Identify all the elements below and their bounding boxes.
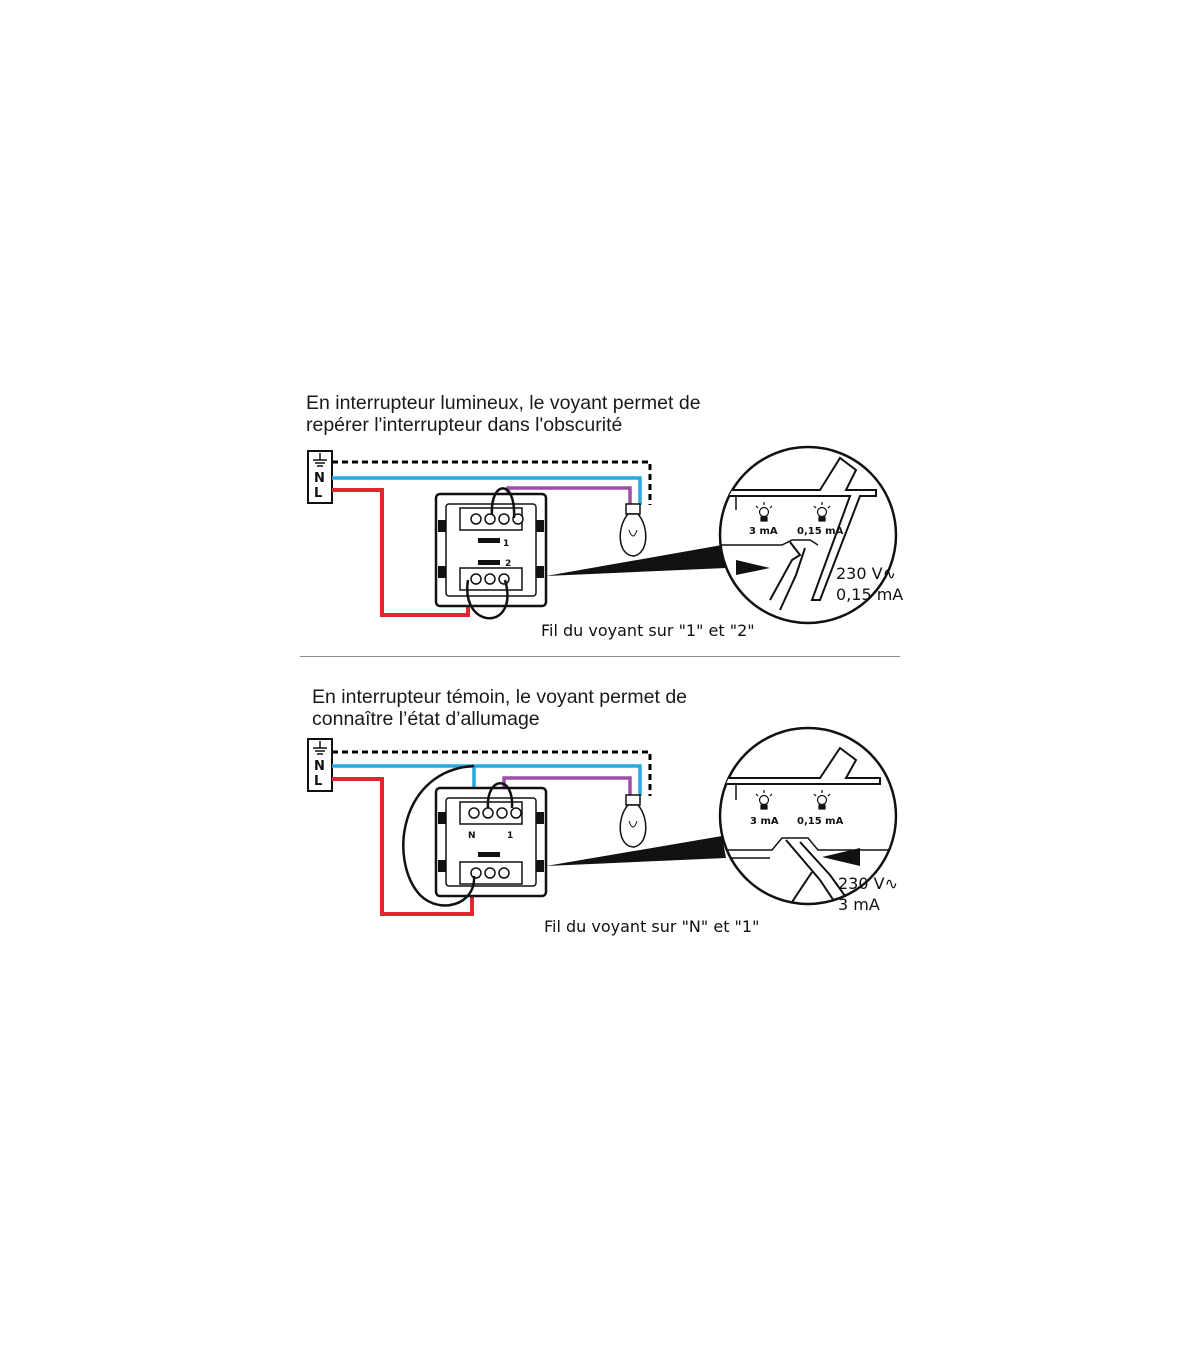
section2-zoom-detail: 3 mA 0,15 mA <box>718 726 898 906</box>
section1-link-wire-bottom <box>466 579 509 620</box>
section1-zoom-led-right-icon <box>813 502 831 522</box>
section1-terminal-n: N <box>314 471 325 486</box>
section2-zoom-voltage: 230 V∿ <box>838 874 898 893</box>
section2-zoom-led-left-icon <box>755 790 773 810</box>
section1-earth-icon <box>313 453 327 467</box>
section1-title: En interrupteur lumineux, le voyant perm… <box>306 392 906 436</box>
section1-link-wire-top <box>490 487 516 519</box>
section1-lamp-icon <box>619 503 647 557</box>
section2-earth-wire <box>332 750 652 796</box>
section1-title-line1: En interrupteur lumineux, le voyant perm… <box>306 392 701 414</box>
section2-term-1: 1 <box>507 831 513 841</box>
section1-term-2: 2 <box>505 559 511 569</box>
section2-neutral-wire <box>332 764 642 796</box>
section1-switch: 1 2 <box>434 492 548 608</box>
section1-zoom-led-right: 0,15 mA <box>797 526 844 537</box>
section2-wiring: N 1 <box>307 726 898 916</box>
section1-zoom-pointer <box>546 545 726 576</box>
section2-zoom-spec: 230 V∿ 3 mA <box>838 873 898 915</box>
section2-zoom-led-right-icon <box>813 790 831 810</box>
section1-zoom-led-left: 3 mA <box>749 526 778 537</box>
section2-title-line2: connaître l’état d’allumage <box>312 708 540 730</box>
section1-title-line2: repérer l'interrupteur dans l'obscurité <box>306 414 623 436</box>
section1-neutral-wire <box>332 476 642 505</box>
section1-term-1: 1 <box>503 539 509 549</box>
section2-zoom-pointer <box>546 836 726 866</box>
section1-wiring: 1 2 <box>307 445 898 625</box>
section1-earth-wire <box>332 460 652 505</box>
section1-zoom-voltage: 230 V∿ <box>836 564 896 583</box>
section2-zoom-led-right: 0,15 mA <box>797 816 844 827</box>
section2-link-wire-loop <box>402 764 476 907</box>
section1-terminal-l: L <box>314 486 322 501</box>
section-divider <box>300 656 900 657</box>
section2-title-line1: En interrupteur témoin, le voyant permet… <box>312 686 688 708</box>
section2-term-n: N <box>468 831 476 841</box>
section2-zoom-current: 3 mA <box>838 895 880 914</box>
section1-zoom-led-left-icon <box>755 502 773 522</box>
section2-lamp-icon <box>619 794 647 848</box>
section2-earth-icon <box>313 741 327 755</box>
section2-phase-wire <box>332 777 474 916</box>
section2-switch: N 1 <box>434 786 548 898</box>
section2-caption: Fil du voyant sur "N" et "1" <box>544 917 760 936</box>
section1-zoom-detail: 3 mA 0,15 mA <box>718 445 898 625</box>
section2-terminal-n: N <box>314 759 325 774</box>
section1-zoom-spec: 230 V∿ 0,15 mA <box>836 563 903 605</box>
section1-zoom-current: 0,15 mA <box>836 585 904 604</box>
section2-terminal-l: L <box>314 774 322 789</box>
section2-zoom-led-left: 3 mA <box>750 816 779 827</box>
section1-caption: Fil du voyant sur "1" et "2" <box>541 621 755 640</box>
section2-link-wire-top <box>486 782 514 809</box>
section2-title: En interrupteur témoin, le voyant permet… <box>312 686 912 730</box>
